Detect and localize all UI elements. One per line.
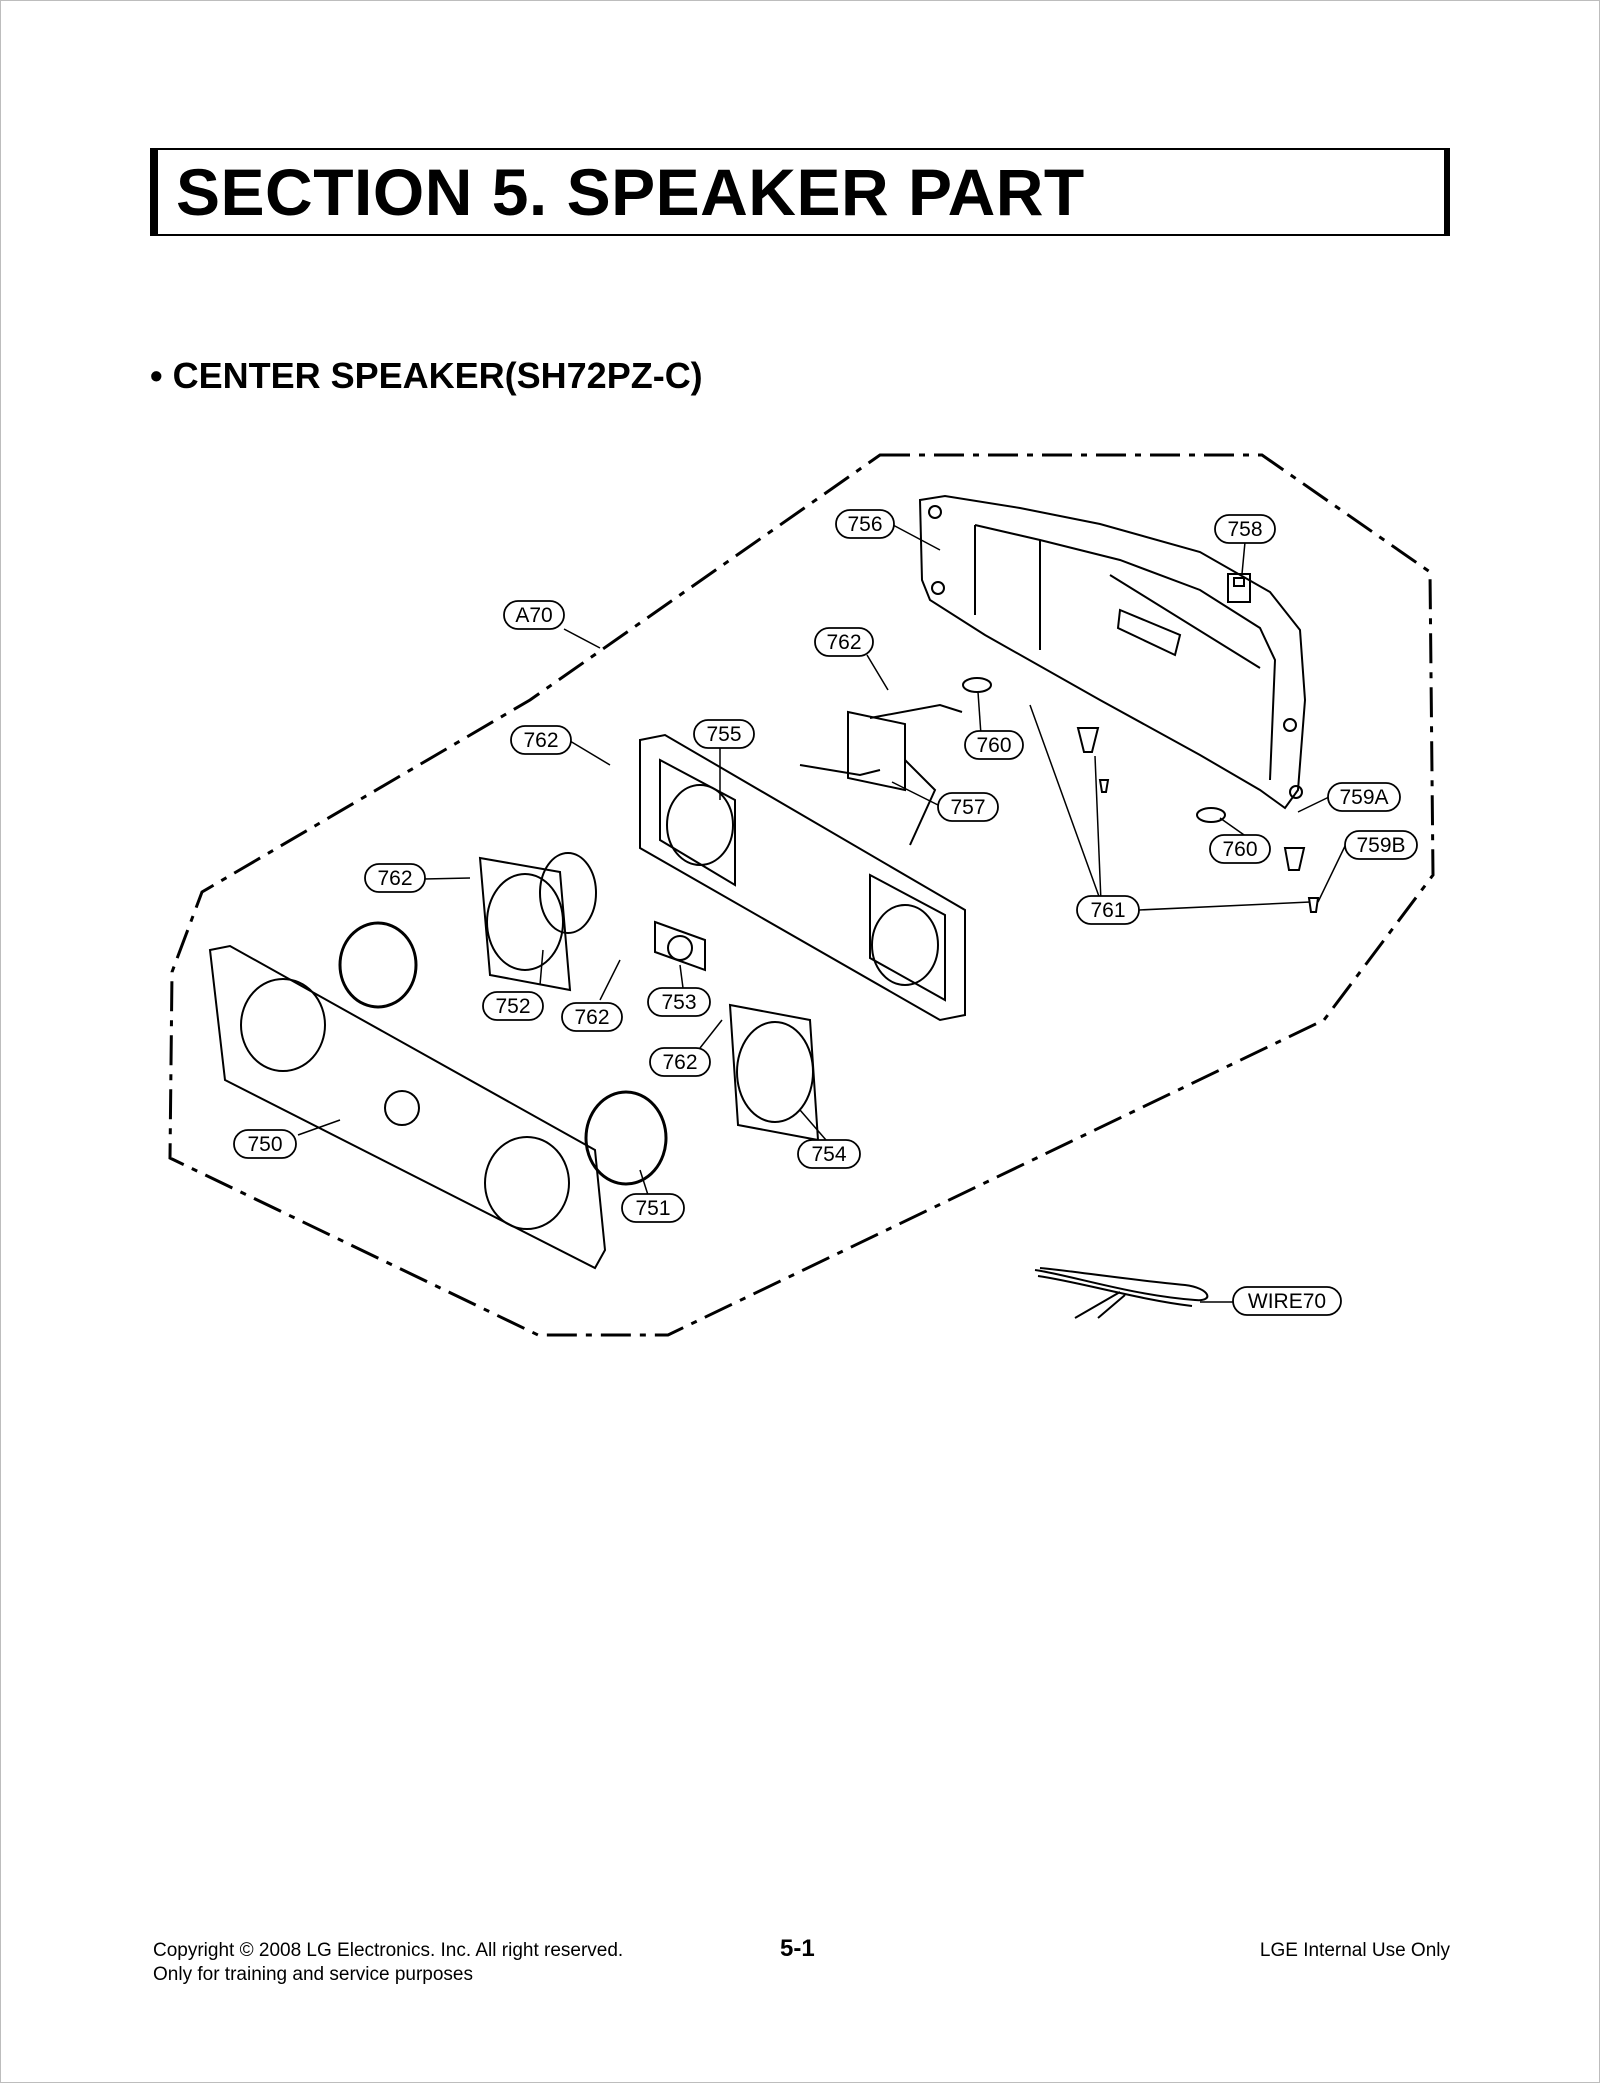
callout-WIRE70: WIRE70 bbox=[1232, 1286, 1342, 1316]
spikes bbox=[1076, 727, 1320, 913]
terminal-758 bbox=[1227, 573, 1251, 603]
svg-text:760: 760 bbox=[1222, 838, 1257, 861]
back-cabinet bbox=[918, 494, 1307, 810]
crossover-pcb bbox=[799, 703, 963, 846]
ring-upper bbox=[338, 921, 418, 1009]
svg-text:762: 762 bbox=[377, 867, 412, 890]
tweeter-753 bbox=[654, 920, 706, 972]
svg-text:759A: 759A bbox=[1339, 786, 1388, 809]
callout-757: 757 bbox=[937, 792, 999, 822]
foot-760-a bbox=[962, 677, 992, 693]
svg-text:750: 750 bbox=[247, 1133, 282, 1156]
section-title: SECTION 5. SPEAKER PART bbox=[176, 155, 1085, 229]
callout-758: 758 bbox=[1214, 514, 1276, 544]
callout-756: 756 bbox=[835, 509, 895, 539]
svg-text:762: 762 bbox=[574, 1006, 609, 1029]
svg-text:WIRE70: WIRE70 bbox=[1248, 1290, 1326, 1313]
callout-761: 761 bbox=[1076, 895, 1140, 925]
svg-text:751: 751 bbox=[635, 1197, 670, 1220]
svg-text:760: 760 bbox=[976, 734, 1011, 757]
svg-text:762: 762 bbox=[826, 631, 861, 654]
section-header-box bbox=[150, 148, 1450, 236]
svg-text:758: 758 bbox=[1227, 518, 1262, 541]
callout-754: 754 bbox=[797, 1139, 861, 1169]
callout-750: 750 bbox=[233, 1129, 297, 1159]
svg-text:756: 756 bbox=[847, 513, 882, 536]
callout-762-center: 762 bbox=[561, 1002, 623, 1032]
foot-760-b bbox=[1196, 807, 1226, 823]
ring-lower bbox=[584, 1090, 668, 1186]
svg-text:761: 761 bbox=[1090, 899, 1125, 922]
callout-A70: A70 bbox=[503, 600, 565, 630]
speaker-wire bbox=[1034, 1267, 1209, 1319]
svg-text:762: 762 bbox=[523, 729, 558, 752]
footer-purpose: Only for training and service purposes bbox=[153, 1964, 473, 1985]
callout-759B: 759B bbox=[1344, 830, 1418, 860]
svg-text:A70: A70 bbox=[515, 604, 552, 627]
callout-762-top: 762 bbox=[814, 627, 874, 657]
svg-text:753: 753 bbox=[661, 991, 696, 1014]
callout-753: 753 bbox=[647, 987, 711, 1017]
assembly-boundary bbox=[168, 453, 1435, 1337]
svg-text:754: 754 bbox=[811, 1143, 846, 1166]
leader-lines bbox=[297, 524, 1347, 1303]
footer-internal-use: LGE Internal Use Only bbox=[1259, 1940, 1450, 1961]
subsection-title: • CENTER SPEAKER(SH72PZ-C) bbox=[150, 355, 703, 396]
woofer-754 bbox=[728, 1003, 820, 1142]
footer-page-number: 5-1 bbox=[780, 1935, 815, 1962]
svg-text:762: 762 bbox=[662, 1051, 697, 1074]
callout-755: 755 bbox=[693, 719, 755, 749]
baffle-755 bbox=[639, 733, 966, 1022]
woofer-752 bbox=[478, 852, 597, 992]
svg-text:755: 755 bbox=[706, 723, 741, 746]
svg-text:759B: 759B bbox=[1356, 834, 1405, 857]
footer-copyright: Copyright © 2008 LG Electronics. Inc. Al… bbox=[153, 1940, 624, 1961]
svg-text:757: 757 bbox=[950, 796, 985, 819]
callout-762-left: 762 bbox=[510, 725, 572, 755]
callout-762-lower: 762 bbox=[649, 1047, 711, 1077]
callout-762-mid: 762 bbox=[364, 863, 426, 893]
callout-751: 751 bbox=[621, 1193, 685, 1223]
callout-759A: 759A bbox=[1327, 782, 1401, 812]
callout-752: 752 bbox=[482, 991, 544, 1021]
svg-text:752: 752 bbox=[495, 995, 530, 1018]
callout-760-upper: 760 bbox=[964, 730, 1024, 760]
callout-760-lower: 760 bbox=[1209, 834, 1271, 864]
front-grille-750 bbox=[208, 944, 607, 1270]
